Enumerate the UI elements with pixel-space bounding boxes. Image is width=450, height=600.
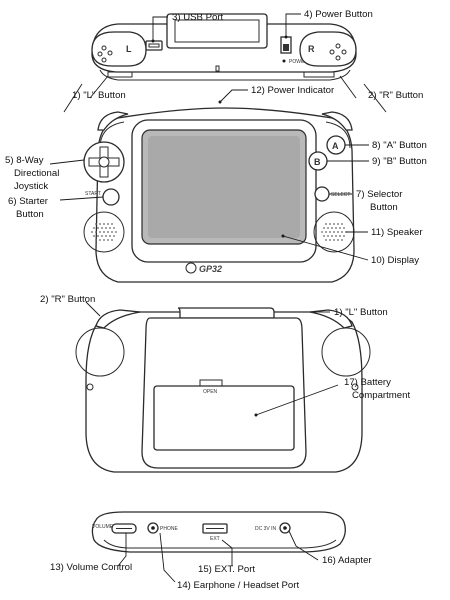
top-view: POWER L R (91, 13, 357, 81)
ext-tiny-label: EXT (210, 536, 220, 542)
b-letter: B (314, 157, 321, 167)
label-joystick-line-2: Directional (14, 168, 59, 179)
front-view: START A B SELECT (83, 107, 355, 283)
front-l-shoulder (97, 111, 129, 131)
label-display: 10) Display (371, 255, 419, 266)
callout-labels: 3) USB Port 4) Power Button 1) "L" Butto… (5, 9, 427, 591)
label-joystick-line-1: 5) 8-Way (5, 155, 44, 166)
start-tiny-label: START (85, 191, 101, 197)
start-button (102, 188, 120, 206)
label-battery-line-2: Compartment (352, 390, 410, 401)
bottom-edge-view: VOLUME PHONE EXT DC 3V IN (91, 511, 346, 553)
battery-compartment (153, 385, 295, 451)
phone-tiny-label: PHONE (160, 526, 178, 532)
label-usb-port: 3) USB Port (172, 12, 224, 23)
a-letter: A (332, 141, 339, 151)
label-selector-line-1: 7) Selector (356, 189, 403, 200)
back-r-shoulder (95, 309, 141, 329)
label-earphone-port: 14) Earphone / Headset Port (177, 580, 299, 591)
back-view: OPEN (75, 307, 371, 473)
label-starter-line-1: 6) Starter (8, 196, 49, 207)
back-l-shoulder (309, 309, 353, 329)
label-starter-line-2: Button (16, 209, 44, 220)
joystick (83, 141, 125, 183)
back-right-grip (321, 327, 371, 377)
label-power-indicator: 12) Power Indicator (251, 85, 335, 96)
front-r-shoulder (321, 111, 353, 131)
label-selector-line-2: Button (370, 202, 398, 213)
label-back-r-button: 2) "R" Button (40, 294, 95, 305)
label-joystick-line-3: Joystick (14, 181, 48, 192)
label-speaker: 11) Speaker (371, 227, 423, 238)
label-battery-line-1: 17) Battery (344, 377, 391, 388)
top-r-button (299, 31, 357, 67)
label-a-button: 8) "A" Button (372, 140, 427, 151)
left-speaker (83, 211, 125, 253)
label-volume-control: 13) Volume Control (50, 562, 132, 573)
usb-port (145, 40, 163, 51)
label-ext-port: 15) EXT. Port (198, 564, 255, 575)
top-r-letter: R (308, 44, 315, 54)
gp32-logo: GP32 (199, 264, 222, 274)
label-r-button: 2) "R" Button (368, 90, 423, 101)
select-button (314, 186, 330, 202)
open-tiny-label: OPEN (203, 389, 218, 395)
select-tiny-label: SELECT (331, 192, 350, 198)
label-power-button: 4) Power Button (304, 9, 373, 20)
label-l-button: 1) "L" Button (72, 90, 126, 101)
label-b-button: 9) "B" Button (372, 156, 427, 167)
label-back-l-button: 1) "L" Button (334, 307, 388, 318)
back-left-grip (75, 327, 125, 377)
top-l-letter: L (126, 44, 132, 54)
dc-tiny-label: DC 3V IN (255, 526, 277, 532)
leader-lines (49, 13, 387, 583)
top-l-button (91, 31, 147, 67)
label-adapter: 16) Adapter (322, 555, 372, 566)
volume-tiny-label: VOLUME (92, 524, 114, 530)
power-tiny-label: POWER (289, 59, 308, 65)
